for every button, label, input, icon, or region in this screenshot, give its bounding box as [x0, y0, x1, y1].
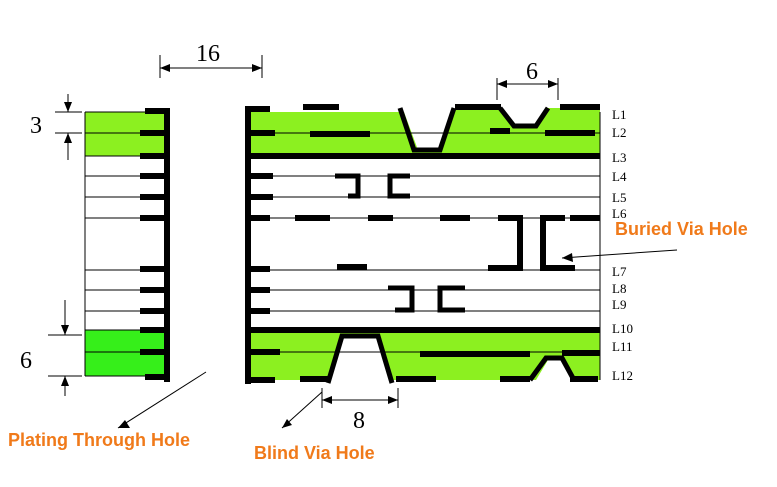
blind-via-label: Blind Via Hole — [254, 443, 375, 463]
layer-labels: L1 L2 L3 L4 L5 L6 L7 L8 L9 L10 L11 L12 — [612, 107, 633, 383]
dimension-6-left-label: 6 — [20, 348, 32, 374]
callout-blind-via: Blind Via Hole — [254, 391, 375, 463]
layer-label: L8 — [612, 281, 626, 296]
layer-label: L9 — [612, 297, 626, 312]
dimension-8: 8 — [321, 388, 399, 434]
top-micro-via — [498, 106, 551, 129]
dimension-8-label: 8 — [353, 408, 365, 434]
layer-label: L3 — [612, 150, 626, 165]
callout-plating-through: Plating Through Hole — [8, 371, 207, 450]
main-copper-traces — [245, 104, 600, 383]
dimension-3: 3 — [30, 94, 82, 160]
layer-label: L12 — [612, 368, 633, 383]
layer-label: L2 — [612, 125, 626, 140]
dimension-6-top-label: 6 — [526, 59, 538, 85]
bottom-micro-via — [527, 355, 577, 382]
left-copper-pads — [140, 108, 167, 380]
top-dielectric — [250, 108, 600, 156]
left-stackup-strip — [84, 108, 170, 382]
buried-via-main — [488, 215, 575, 271]
buried-via-small-lower — [388, 285, 465, 313]
layer-label: L1 — [612, 107, 626, 122]
buried-via-small-upper — [335, 173, 410, 199]
dimension-16-label: 16 — [196, 41, 220, 67]
layer-label: L6 — [612, 206, 627, 221]
layer-label: L7 — [612, 264, 627, 279]
dimension-6-left: 6 — [20, 300, 82, 396]
left-plated-wall — [164, 108, 170, 382]
dimension-6-top: 6 — [496, 59, 559, 100]
main-board — [245, 104, 601, 384]
layer-label: L11 — [612, 339, 632, 354]
main-plated-wall — [245, 106, 251, 384]
layer-label: L5 — [612, 190, 626, 205]
dimension-3-label: 3 — [30, 113, 42, 139]
buried-via-label: Buried Via Hole — [615, 219, 748, 239]
layer-label: L4 — [612, 169, 627, 184]
bottom-blind-via — [325, 333, 395, 384]
callout-buried-via: Buried Via Hole — [561, 219, 748, 262]
plating-through-label: Plating Through Hole — [8, 430, 190, 450]
layer-label: L10 — [612, 321, 633, 336]
dimension-16: 16 — [159, 41, 263, 78]
top-blind-via-left — [397, 107, 457, 153]
